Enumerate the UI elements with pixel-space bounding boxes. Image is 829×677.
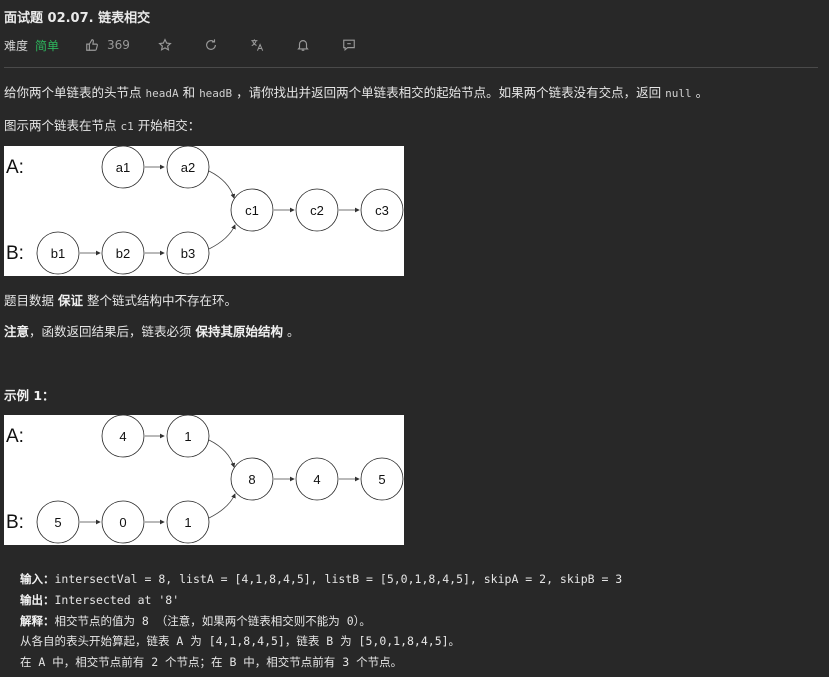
difficulty-label: 难度 [4,38,29,53]
node-circle [36,231,80,275]
list-b-label: B: [6,243,24,264]
node-label: c3 [375,203,389,218]
input-label: 输入： [20,572,55,586]
node-circle [166,146,210,189]
problem-meta-bar: 难度 简单 369 [4,36,356,54]
node-label: 8 [248,472,255,487]
node-circle [101,231,145,275]
node-label: c2 [310,203,324,218]
text: ，请你找出并返回两个单链表相交的起始节点。如果两个链表没有交点，返回 [232,85,666,100]
header-divider [4,67,818,68]
node-circle [101,500,145,544]
list-a-label: A: [6,157,24,178]
problem-title: 面试题 02.07. 链表相交 [4,11,151,26]
node-label: a1 [116,160,130,175]
node-label: b2 [116,246,130,261]
node-label: b1 [51,246,65,261]
code-null: null [665,87,692,100]
text: 题目数据 [4,293,58,308]
emphasis: 保持其原始结构 [195,324,284,339]
difficulty-badge: 简单 [35,38,60,53]
example-input-line: 输入：intersectVal = 8, listA = [4,1,8,4,5]… [20,569,622,590]
output-value: Intersected at '8' [54,592,180,607]
node-label: c1 [245,203,259,218]
code-headA: headA [145,87,179,100]
text: 和 [178,85,200,100]
description-paragraph-1: 给你两个单链表的头节点 headA 和 headB ，请你找出并返回两个单链表相… [4,82,708,101]
node-label: a2 [181,160,195,175]
emphasis: 注意 [4,324,30,339]
node-label: 4 [313,472,320,487]
list-a-label: A: [6,426,24,447]
like-count: 369 [107,38,130,52]
example-explanation-line: 解释：相交节点的值为 8 （注意，如果两个链表相交则不能为 0）。 [20,611,622,632]
example-1-block: 输入：intersectVal = 8, listA = [4,1,8,4,5]… [20,569,622,673]
star-icon[interactable] [158,38,172,52]
node-circle [230,188,274,232]
node-label: 5 [378,472,385,487]
figure-example-1-diagram: A: B: 4 1 5 0 1 8 4 5 [4,415,404,545]
emphasis: 保证 [57,293,83,308]
explanation-text: 从各自的表头开始算起，链表 A 为 [4,1,8,4,5]，链表 B 为 [5,… [20,634,461,649]
text: ，函数返回结果后，链表必须 [29,324,196,339]
node-circle [295,457,339,501]
list-b-label: B: [6,512,24,533]
share-icon[interactable] [204,38,218,52]
code-c1: c1 [120,120,134,133]
node-circle [166,415,210,458]
description-paragraph-4: 注意，函数返回结果后，链表必须 保持其原始结构 。 [4,321,300,340]
input-value: intersectVal = 8, listA = [4,1,8,4,5], l… [54,572,623,586]
text: 给你两个单链表的头节点 [4,85,146,100]
description-paragraph-3: 题目数据 保证 整个链式结构中不存在环。 [4,290,237,309]
explanation-label: 解释： [20,613,55,628]
node-label: 4 [119,429,126,444]
figure-intersection-diagram: A: B: a1 a2 b1 b2 b3 c1 c2 c3 [4,146,404,276]
node-circle [360,457,404,501]
node-circle [101,415,145,458]
node-circle [166,500,210,544]
node-circle [36,500,80,544]
node-label: 1 [184,429,191,444]
output-label: 输出： [20,592,55,607]
node-circle [295,188,339,232]
text: 。 [691,85,709,100]
node-circle [360,188,404,232]
translate-icon[interactable] [250,38,264,52]
text: 开始相交： [133,118,201,133]
thumbs-up-icon[interactable] [85,38,99,52]
text: 。 [283,324,300,339]
text: 图示两个链表在节点 [4,118,121,133]
node-circle [166,231,210,275]
code-headB: headB [199,87,233,100]
bell-icon[interactable] [296,38,310,52]
description-paragraph-2: 图示两个链表在节点 c1 开始相交： [4,115,200,134]
example-heading: 示例 1： [4,385,55,404]
node-label: 5 [54,515,61,530]
example-output-line: 输出：Intersected at '8' [20,590,622,611]
explanation-text: 相交节点的值为 8 （注意，如果两个链表相交则不能为 0）。 [54,613,371,628]
node-label: 1 [184,515,191,530]
node-circle [230,457,274,501]
node-label: b3 [181,246,195,261]
example-heading-text: 示例 1： [4,388,55,403]
comment-icon[interactable] [342,38,356,52]
explanation-text: 在 A 中，相交节点前有 2 个节点；在 B 中，相交节点前有 3 个节点。 [20,655,403,670]
text: 整个链式结构中不存在环。 [83,293,237,308]
node-circle [101,146,145,189]
node-label: 0 [119,515,126,530]
